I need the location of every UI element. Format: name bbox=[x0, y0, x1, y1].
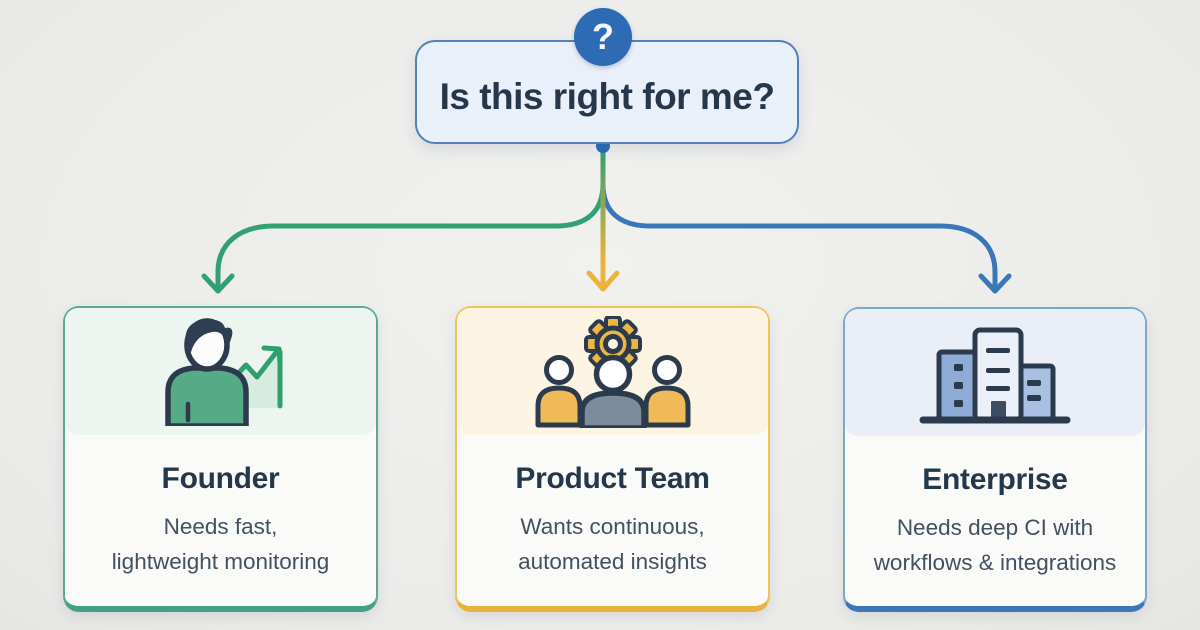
question-mark-icon: ? bbox=[574, 8, 632, 66]
team-gear-icon bbox=[535, 315, 690, 428]
card-description-line: workflows & integrations bbox=[873, 550, 1117, 575]
card-title: Founder bbox=[161, 462, 280, 495]
enterprise-icon-zone bbox=[845, 309, 1145, 436]
connector-product-team bbox=[586, 149, 620, 292]
enterprise-buildings-icon bbox=[919, 327, 1071, 423]
card-title: Product Team bbox=[515, 462, 710, 495]
connector-enterprise bbox=[600, 149, 1012, 294]
card-description-line: Wants continuous, bbox=[520, 514, 705, 539]
founder-icon-zone bbox=[65, 308, 376, 435]
card-description-line: automated insights bbox=[518, 549, 707, 574]
card-founder: Founder Needs fast, lightweight monitori… bbox=[63, 306, 378, 612]
connector-founder bbox=[201, 149, 606, 294]
card-title: Enterprise bbox=[922, 463, 1068, 496]
card-product-team: Product Team Wants continuous, automated… bbox=[455, 306, 770, 612]
founder-growth-icon bbox=[164, 317, 282, 426]
card-description-line: Needs fast, bbox=[163, 514, 278, 539]
card-description-line: lightweight monitoring bbox=[111, 549, 330, 574]
card-description-line: Needs deep CI with bbox=[896, 515, 1094, 540]
card-enterprise: Enterprise Needs deep CI with workflows … bbox=[843, 307, 1147, 612]
product-team-icon-zone bbox=[457, 308, 768, 435]
root-question-label: Is this right for me? bbox=[439, 76, 775, 117]
